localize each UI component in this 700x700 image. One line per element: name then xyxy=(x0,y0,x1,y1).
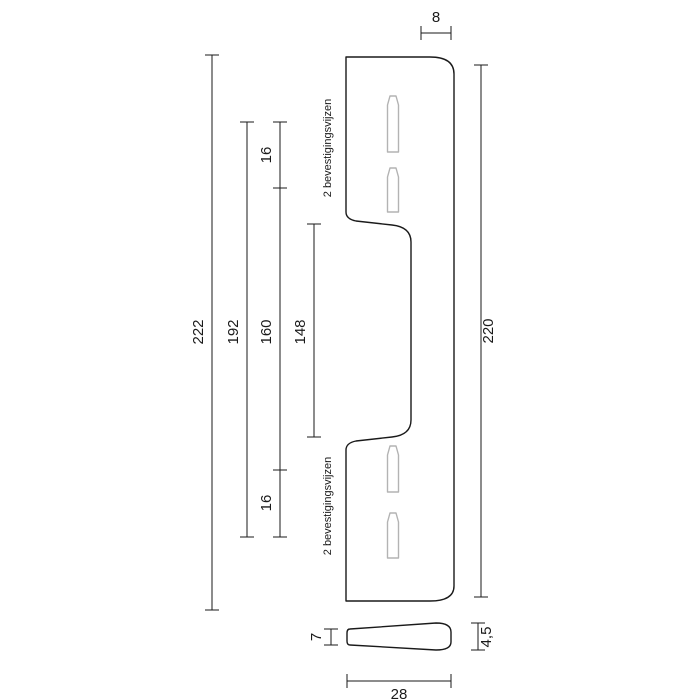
dim-label-thickness-left: 7 xyxy=(308,633,325,641)
dim-total-height: 222 xyxy=(190,54,219,611)
screw-icon xyxy=(386,167,400,213)
dim-recess-height: 148 xyxy=(292,223,321,438)
screw-icon xyxy=(386,445,400,493)
dim-label-face-height: 220 xyxy=(480,318,497,343)
dim-label-screw-pair-top: 16 xyxy=(258,147,275,164)
handle-section-outline xyxy=(346,622,452,651)
dim-screw-chain: 16 160 16 xyxy=(258,121,287,538)
dim-label-screw-pair-bottom: 16 xyxy=(258,495,275,512)
screws-bottom-pair xyxy=(386,445,400,559)
dim-label-thickness-right: 4,5 xyxy=(478,627,495,648)
dim-top-chamfer: 8 xyxy=(420,9,452,40)
handle-profile-outline xyxy=(345,56,455,602)
dim-label-screw-outer-span: 192 xyxy=(225,319,242,344)
dim-screw-outer-span: 192 xyxy=(225,121,254,538)
side-view: 2 bevestigingsvijzen 2 bevestigingsvijze… xyxy=(322,56,455,602)
dim-section-width: 28 xyxy=(346,674,452,700)
screw-icon xyxy=(386,95,400,153)
dim-label-total-height: 222 xyxy=(190,319,207,344)
dim-label-screw-inner-span: 160 xyxy=(258,319,275,344)
dim-label-recess-height: 148 xyxy=(292,319,309,344)
screw-icon xyxy=(386,512,400,559)
dim-thickness-right: 4,5 xyxy=(471,622,495,651)
screws-top-pair xyxy=(386,95,400,213)
section-view: 7 4,5 28 xyxy=(308,622,495,700)
dim-label-top-chamfer: 8 xyxy=(432,9,440,26)
dim-label-section-width: 28 xyxy=(391,686,408,700)
screws-note-top: 2 bevestigingsvijzen xyxy=(322,99,334,197)
dim-face-height: 220 xyxy=(474,64,497,598)
dim-thickness-left: 7 xyxy=(308,628,338,646)
screws-note-bottom: 2 bevestigingsvijzen xyxy=(322,457,334,555)
